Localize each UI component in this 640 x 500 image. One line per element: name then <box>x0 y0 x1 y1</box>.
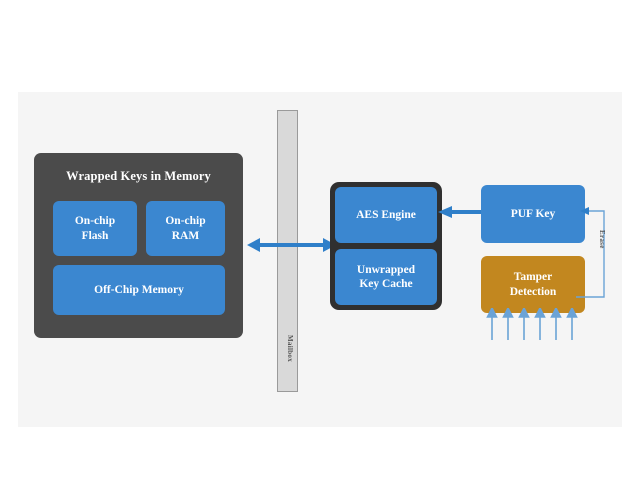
box-on-chip-flash-line1: On-chip <box>74 215 116 228</box>
tamper-input-arrows <box>486 308 578 340</box>
memory-crypto-bidirectional-arrow <box>247 238 336 252</box>
wrapped-keys-memory-container: Wrapped Keys in Memory On-chip Flash On-… <box>34 153 243 338</box>
box-on-chip-ram-line2: RAM <box>171 229 200 242</box>
puf-to-aes-arrow <box>438 206 484 218</box>
box-off-chip-memory-label: Off-Chip Memory <box>94 283 184 296</box>
box-tamper-detection: Tamper Detection <box>481 256 585 313</box>
memory-group-title: Wrapped Keys in Memory <box>66 169 211 183</box>
box-unwrapped-key-cache: Unwrapped Key Cache <box>335 249 437 305</box>
box-tamper-detection-line1: Tamper <box>513 271 553 284</box>
box-on-chip-ram-label: On-chip RAM <box>165 214 205 242</box>
box-unwrapped-key-cache-line1: Unwrapped <box>356 263 416 276</box>
box-tamper-detection-line2: Detection <box>509 285 557 298</box>
box-tamper-detection-label: Tamper Detection <box>510 270 557 298</box>
box-unwrapped-key-cache-label: Unwrapped Key Cache <box>357 263 415 291</box>
mailbox-label: Mailbox <box>286 335 294 362</box>
diagram-canvas: Wrapped Keys in Memory On-chip Flash On-… <box>18 92 622 427</box>
box-off-chip-memory: Off-Chip Memory <box>53 265 225 315</box>
box-on-chip-flash-label: On-chip Flash <box>75 214 115 242</box>
box-aes-engine: AES Engine <box>335 187 437 243</box>
box-on-chip-flash-line2: Flash <box>81 229 109 242</box>
box-aes-engine-label: AES Engine <box>356 208 416 221</box>
box-unwrapped-key-cache-line2: Key Cache <box>359 278 413 290</box>
box-on-chip-ram-line1: On-chip <box>165 215 206 228</box>
mailbox-bar <box>277 110 298 392</box>
erase-connector-path <box>576 207 605 298</box>
box-on-chip-flash: On-chip Flash <box>53 201 137 256</box>
erase-label: Erase <box>598 230 606 249</box>
box-on-chip-ram: On-chip RAM <box>146 201 225 256</box>
box-puf-key-label: PUF Key <box>510 207 556 220</box>
box-puf-key: PUF Key <box>481 185 585 243</box>
crypto-engine-container: AES Engine Unwrapped Key Cache <box>330 182 442 310</box>
